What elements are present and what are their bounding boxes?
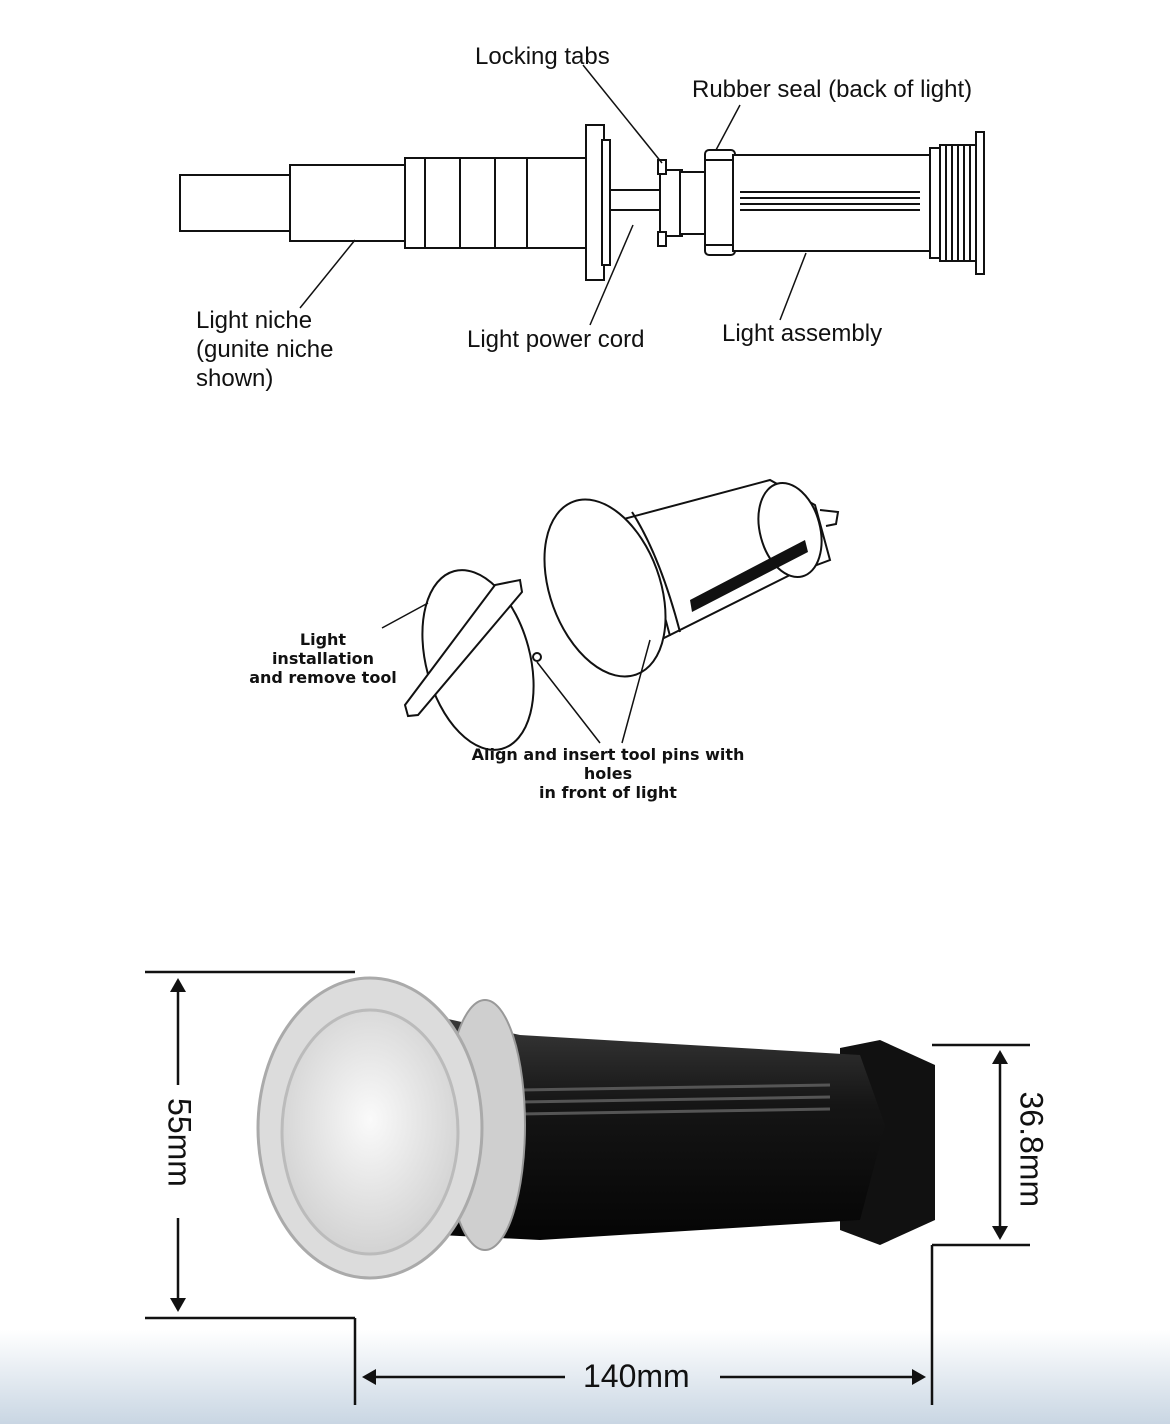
dimension-55mm-line <box>145 970 355 1320</box>
height-front-label: 55mm <box>161 1098 198 1187</box>
light-body-perspective <box>611 478 840 642</box>
length-label: 140mm <box>583 1358 690 1394</box>
exploded-view-diagram: Locking tabs Rubber seal (back of light)… <box>0 0 1170 420</box>
light-niche-label: Light niche (gunite niche shown) <box>196 307 334 392</box>
tool-installation-drawing <box>381 478 840 751</box>
dimension-drawing <box>0 970 1170 1424</box>
align-leader <box>536 639 651 744</box>
power-cord-label: Light power cord <box>467 326 645 353</box>
dimension-diagram: 55mm 36.8mm 140mm <box>0 900 1170 1424</box>
light-assembly-drawing <box>704 131 985 275</box>
tool-leader <box>381 602 429 629</box>
locking-tabs-label: Locking tabs <box>475 43 610 70</box>
height-back-label: 36.8mm <box>1013 1091 1050 1208</box>
tool-installation-diagram: Light installation and remove tool Align… <box>0 440 1170 820</box>
dimension-140mm-line <box>353 1245 934 1405</box>
power-cord-drawing <box>609 189 666 211</box>
locking-tabs-drawing <box>657 159 711 247</box>
removal-tool-drawing <box>403 569 542 751</box>
pool-light-product <box>256 976 935 1280</box>
dimension-36-8mm-line <box>932 1043 1030 1247</box>
light-front-cover <box>543 498 667 678</box>
floor-reflection <box>0 1330 1170 1424</box>
light-assembly-label: Light assembly <box>722 320 883 347</box>
align-label: Align and insert tool pins with holes in… <box>471 745 745 803</box>
leader-lines <box>299 64 807 326</box>
exploded-view-drawing <box>179 64 985 326</box>
rubber-seal-label: Rubber seal (back of light) <box>692 76 973 103</box>
light-niche-drawing <box>179 124 611 281</box>
tool-label: Light installation and remove tool <box>249 630 397 688</box>
